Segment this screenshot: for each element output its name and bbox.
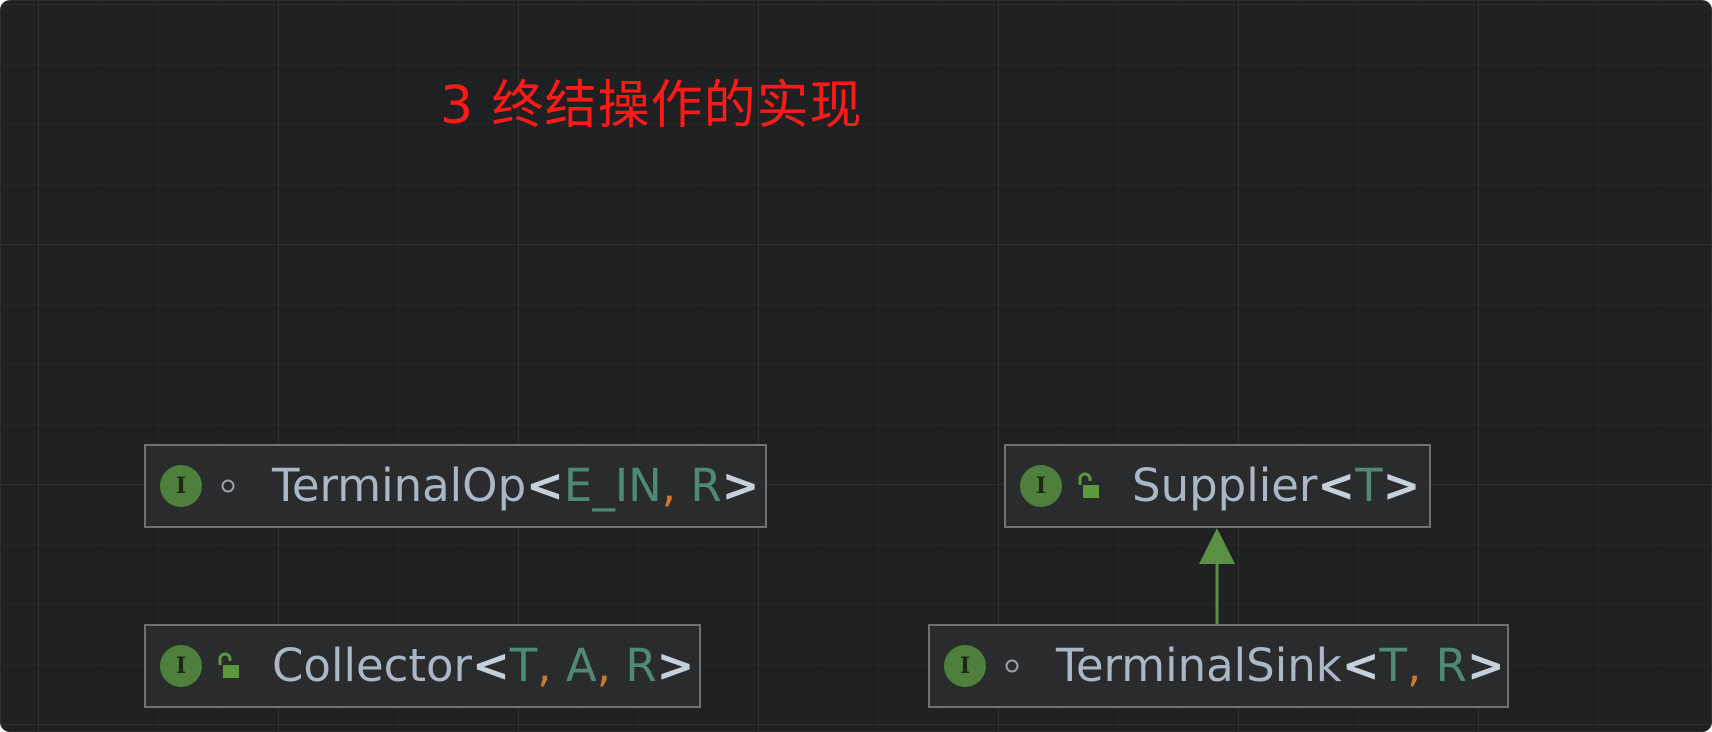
type-param: R <box>690 459 722 512</box>
interface-icon: I <box>1020 465 1062 507</box>
package-private-icon <box>998 645 1026 687</box>
angle-open: < <box>526 459 564 512</box>
class-node-supplier[interactable]: I Supplier<T> <box>1004 444 1431 528</box>
type-param: T <box>1379 639 1408 692</box>
type-param: E_IN <box>563 459 662 512</box>
comma: , <box>537 639 552 692</box>
class-node-collector[interactable]: I Collector<T, A, R> <box>144 624 701 708</box>
angle-open: < <box>1317 459 1356 512</box>
class-name: Collector <box>272 639 473 692</box>
angle-close: > <box>1382 459 1421 512</box>
angle-open: < <box>1341 639 1380 692</box>
angle-close: > <box>721 459 760 512</box>
interface-icon: I <box>160 645 202 687</box>
diagram-title: 3 终结操作的实现 <box>440 76 863 136</box>
extends-arrowhead <box>1199 528 1235 564</box>
public-lock-icon <box>1074 465 1102 507</box>
interface-icon: I <box>944 645 986 687</box>
comma: , <box>1407 639 1422 692</box>
class-signature: TerminalOp<E_IN, R> <box>272 458 759 514</box>
class-name: Supplier <box>1132 459 1318 512</box>
type-param: T <box>509 639 538 692</box>
angle-close: > <box>656 639 695 692</box>
public-lock-icon <box>214 645 242 687</box>
class-name: TerminalSink <box>1056 639 1342 692</box>
class-signature: TerminalSink<T, R> <box>1056 638 1505 694</box>
type-param: R <box>1435 639 1467 692</box>
type-param: A <box>565 639 597 692</box>
type-param: T <box>1355 459 1383 512</box>
comma: , <box>596 639 612 692</box>
class-node-terminalop[interactable]: I TerminalOp<E_IN, R> <box>144 444 767 528</box>
comma: , <box>661 459 677 512</box>
package-private-icon <box>214 465 242 507</box>
class-name: TerminalOp <box>272 459 527 512</box>
class-node-terminalsink[interactable]: I TerminalSink<T, R> <box>928 624 1509 708</box>
type-param: R <box>625 639 657 692</box>
angle-open: < <box>472 639 510 692</box>
angle-close: > <box>1466 639 1505 692</box>
class-signature: Supplier<T> <box>1132 458 1420 514</box>
class-signature: Collector<T, A, R> <box>272 638 694 694</box>
interface-icon: I <box>160 465 202 507</box>
